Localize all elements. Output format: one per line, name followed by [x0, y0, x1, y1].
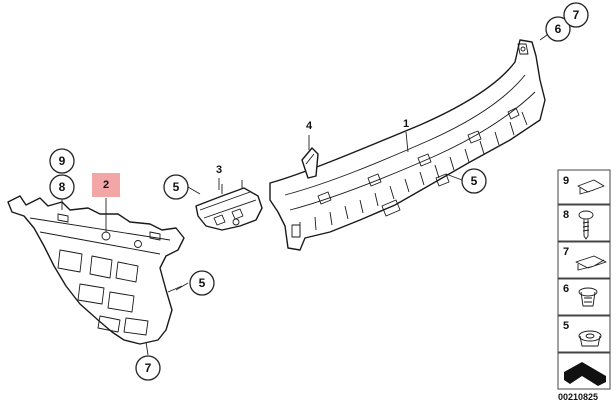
legend-label-6: 6 — [563, 283, 569, 295]
legend-label-8: 8 — [563, 209, 569, 221]
callout-5-lower-circle — [189, 270, 215, 296]
fastener-legend: 9 8 7 6 — [557, 169, 611, 390]
callout-6-circle — [545, 16, 571, 42]
callout-7-bottom-label: 7 — [145, 361, 152, 375]
callout-4-label: 4 — [306, 120, 313, 132]
callout-5-right-label: 5 — [471, 174, 478, 188]
legend-item-7: 7 — [557, 241, 611, 279]
callout-7-bottom-circle — [135, 355, 161, 381]
document-number: 00210825 — [558, 392, 598, 402]
callout-7-top-label: 7 — [573, 8, 580, 22]
callout-8-label: 8 — [59, 180, 66, 194]
legend-item-9: 9 — [557, 169, 611, 205]
callout-8: 8 — [49, 174, 75, 200]
callout-9-circle — [49, 148, 75, 174]
legend-item-8: 8 — [557, 204, 611, 242]
callout-5-upper-circle — [163, 174, 189, 200]
callout-5-lower: 5 — [189, 270, 215, 296]
spring-clip-icon — [575, 255, 607, 271]
callout-7-top: 7 — [563, 2, 589, 28]
part-3-small-bracket — [195, 180, 263, 231]
callout-5-lower-label: 5 — [199, 276, 206, 290]
panel-arrow-icon — [564, 362, 606, 386]
callout-3-label: 3 — [216, 164, 222, 176]
callout-2: 2 — [92, 173, 120, 197]
clip-nut-icon — [577, 179, 605, 195]
callout-5-upper: 5 — [163, 174, 189, 200]
callout-5-right-circle — [461, 168, 487, 194]
legend-label-5: 5 — [563, 320, 569, 332]
callout-1: 1 — [403, 118, 409, 130]
expanding-nut-icon — [578, 287, 598, 307]
callout-3: 3 — [216, 164, 222, 176]
legend-label-9: 9 — [563, 175, 569, 187]
screw-icon — [578, 210, 594, 240]
callout-6-label: 6 — [555, 22, 562, 36]
callout-6: 6 — [545, 16, 571, 42]
grommet-icon — [578, 330, 602, 347]
part-4-clip — [301, 147, 319, 179]
callout-5-upper-label: 5 — [173, 180, 180, 194]
callout-8-circle — [49, 174, 75, 200]
legend-item-5: 5 — [557, 315, 611, 353]
callout-2-label: 2 — [103, 179, 109, 191]
callout-5-right: 5 — [461, 168, 487, 194]
callout-9-label: 9 — [59, 154, 66, 168]
callout-7-top-circle — [563, 2, 589, 28]
callout-7-bottom: 7 — [135, 355, 161, 381]
part-2-left-bracket — [7, 195, 185, 345]
legend-symbol-cell — [557, 352, 611, 390]
callout-4: 4 — [306, 120, 313, 132]
callout-1-label: 1 — [403, 118, 409, 130]
callout-2-highlight — [92, 173, 120, 197]
callout-9: 9 — [49, 148, 75, 174]
legend-label-7: 7 — [563, 246, 569, 258]
legend-item-6: 6 — [557, 278, 611, 316]
